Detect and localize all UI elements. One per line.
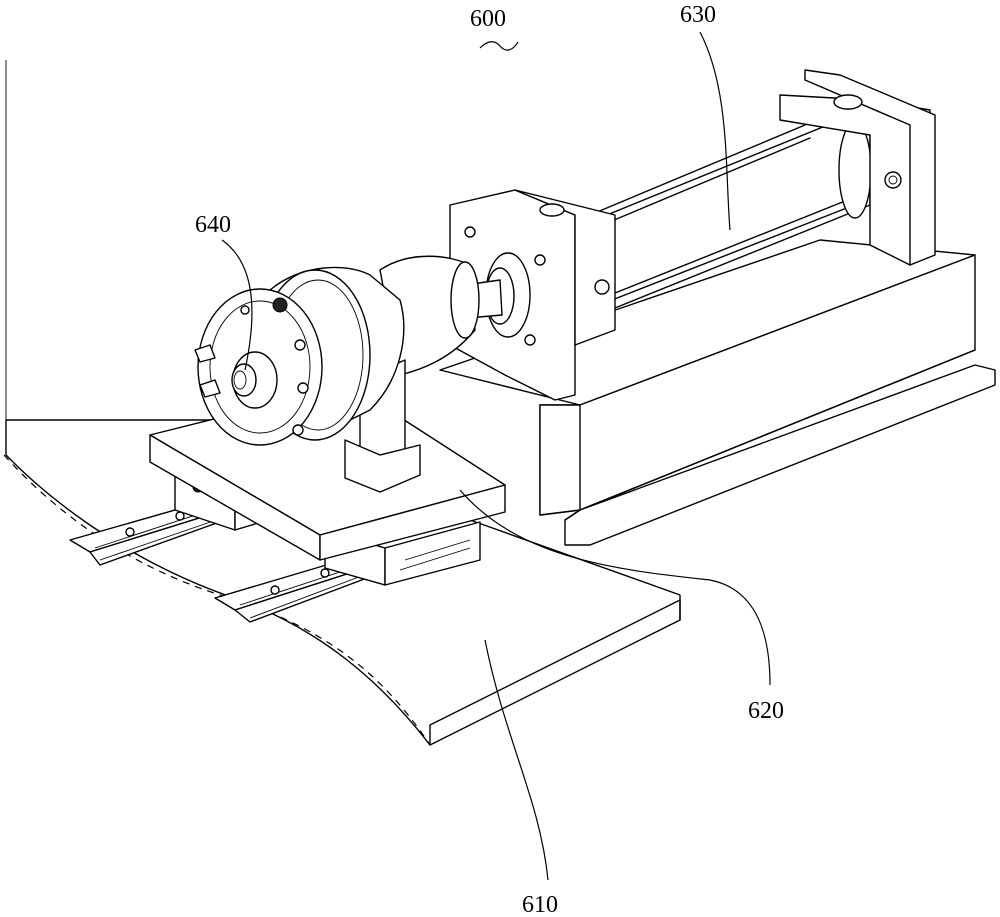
label-640: 640 — [195, 212, 231, 238]
cylinder-rear-cap — [779, 69, 936, 266]
rotary-chuck — [194, 266, 405, 446]
leader-610 — [484, 639, 549, 881]
cylinder-body — [569, 119, 872, 311]
leader-640 — [221, 239, 253, 371]
leader-630 — [699, 31, 731, 231]
label-630: 630 — [680, 2, 716, 28]
label-600: 600 — [470, 6, 506, 32]
leader-620 — [459, 489, 771, 686]
coupling — [379, 252, 531, 376]
label-610: 610 — [522, 892, 558, 917]
label-620: 620 — [748, 698, 784, 724]
assembly-tilde-mark — [479, 41, 519, 51]
